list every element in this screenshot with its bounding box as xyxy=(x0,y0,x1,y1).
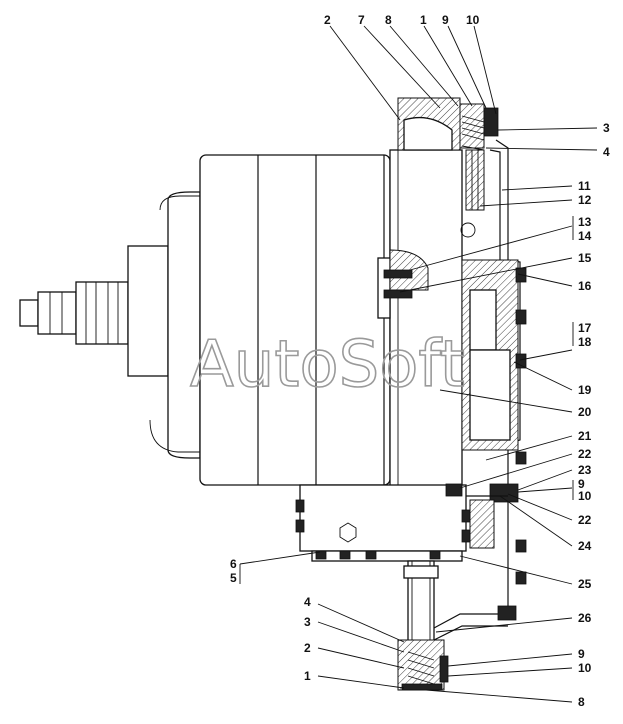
callout-8: 8 xyxy=(385,13,392,27)
callout-10-mid: 10 xyxy=(578,489,592,503)
top-flange xyxy=(397,97,499,211)
callout-17: 17 xyxy=(578,321,592,335)
callout-22-upper: 22 xyxy=(578,447,592,461)
callout-16: 16 xyxy=(578,279,592,293)
main-body xyxy=(199,149,476,496)
callout-2-lower: 2 xyxy=(304,641,311,655)
watermark-text: AutoSoft xyxy=(190,328,465,402)
callout-4-lower: 4 xyxy=(304,595,311,609)
callout-26: 26 xyxy=(578,611,592,625)
right-cover xyxy=(461,139,527,620)
pump-block xyxy=(295,483,519,562)
callout-25: 25 xyxy=(578,577,592,591)
upper-spring xyxy=(461,115,485,151)
leader-lines xyxy=(239,25,598,703)
callout-6: 6 xyxy=(230,557,237,571)
shaft-spline xyxy=(19,245,169,377)
callout-9: 9 xyxy=(442,13,449,27)
callout-9-bottom: 9 xyxy=(578,647,585,661)
callout-8-bottom: 8 xyxy=(578,695,585,709)
callout-7: 7 xyxy=(358,13,365,27)
callout-3-lower: 3 xyxy=(304,615,311,629)
callout-1-lower: 1 xyxy=(304,669,311,683)
callout-2: 2 xyxy=(324,13,331,27)
rear-housing xyxy=(149,191,201,459)
callout-22-lower: 22 xyxy=(578,513,592,527)
callout-14: 14 xyxy=(578,229,592,243)
callout-10: 10 xyxy=(466,13,480,27)
lower-rod-assembly xyxy=(397,560,517,691)
callout-23: 23 xyxy=(578,463,592,477)
callout-13: 13 xyxy=(578,215,592,229)
mount-clamp xyxy=(377,249,429,319)
callout-10-bottom: 10 xyxy=(578,661,592,675)
callout-15: 15 xyxy=(578,251,592,265)
callout-5: 5 xyxy=(230,571,237,585)
callout-11: 11 xyxy=(578,179,591,193)
callout-4: 4 xyxy=(603,145,610,159)
callout-1: 1 xyxy=(420,13,427,27)
callout-18: 18 xyxy=(578,335,592,349)
callout-21: 21 xyxy=(578,429,592,443)
callout-19: 19 xyxy=(578,383,592,397)
callout-9-mid: 9 xyxy=(578,477,585,491)
callout-3: 3 xyxy=(603,121,610,135)
callout-24: 24 xyxy=(578,539,592,553)
callout-12: 12 xyxy=(578,193,592,207)
callout-20: 20 xyxy=(578,405,592,419)
